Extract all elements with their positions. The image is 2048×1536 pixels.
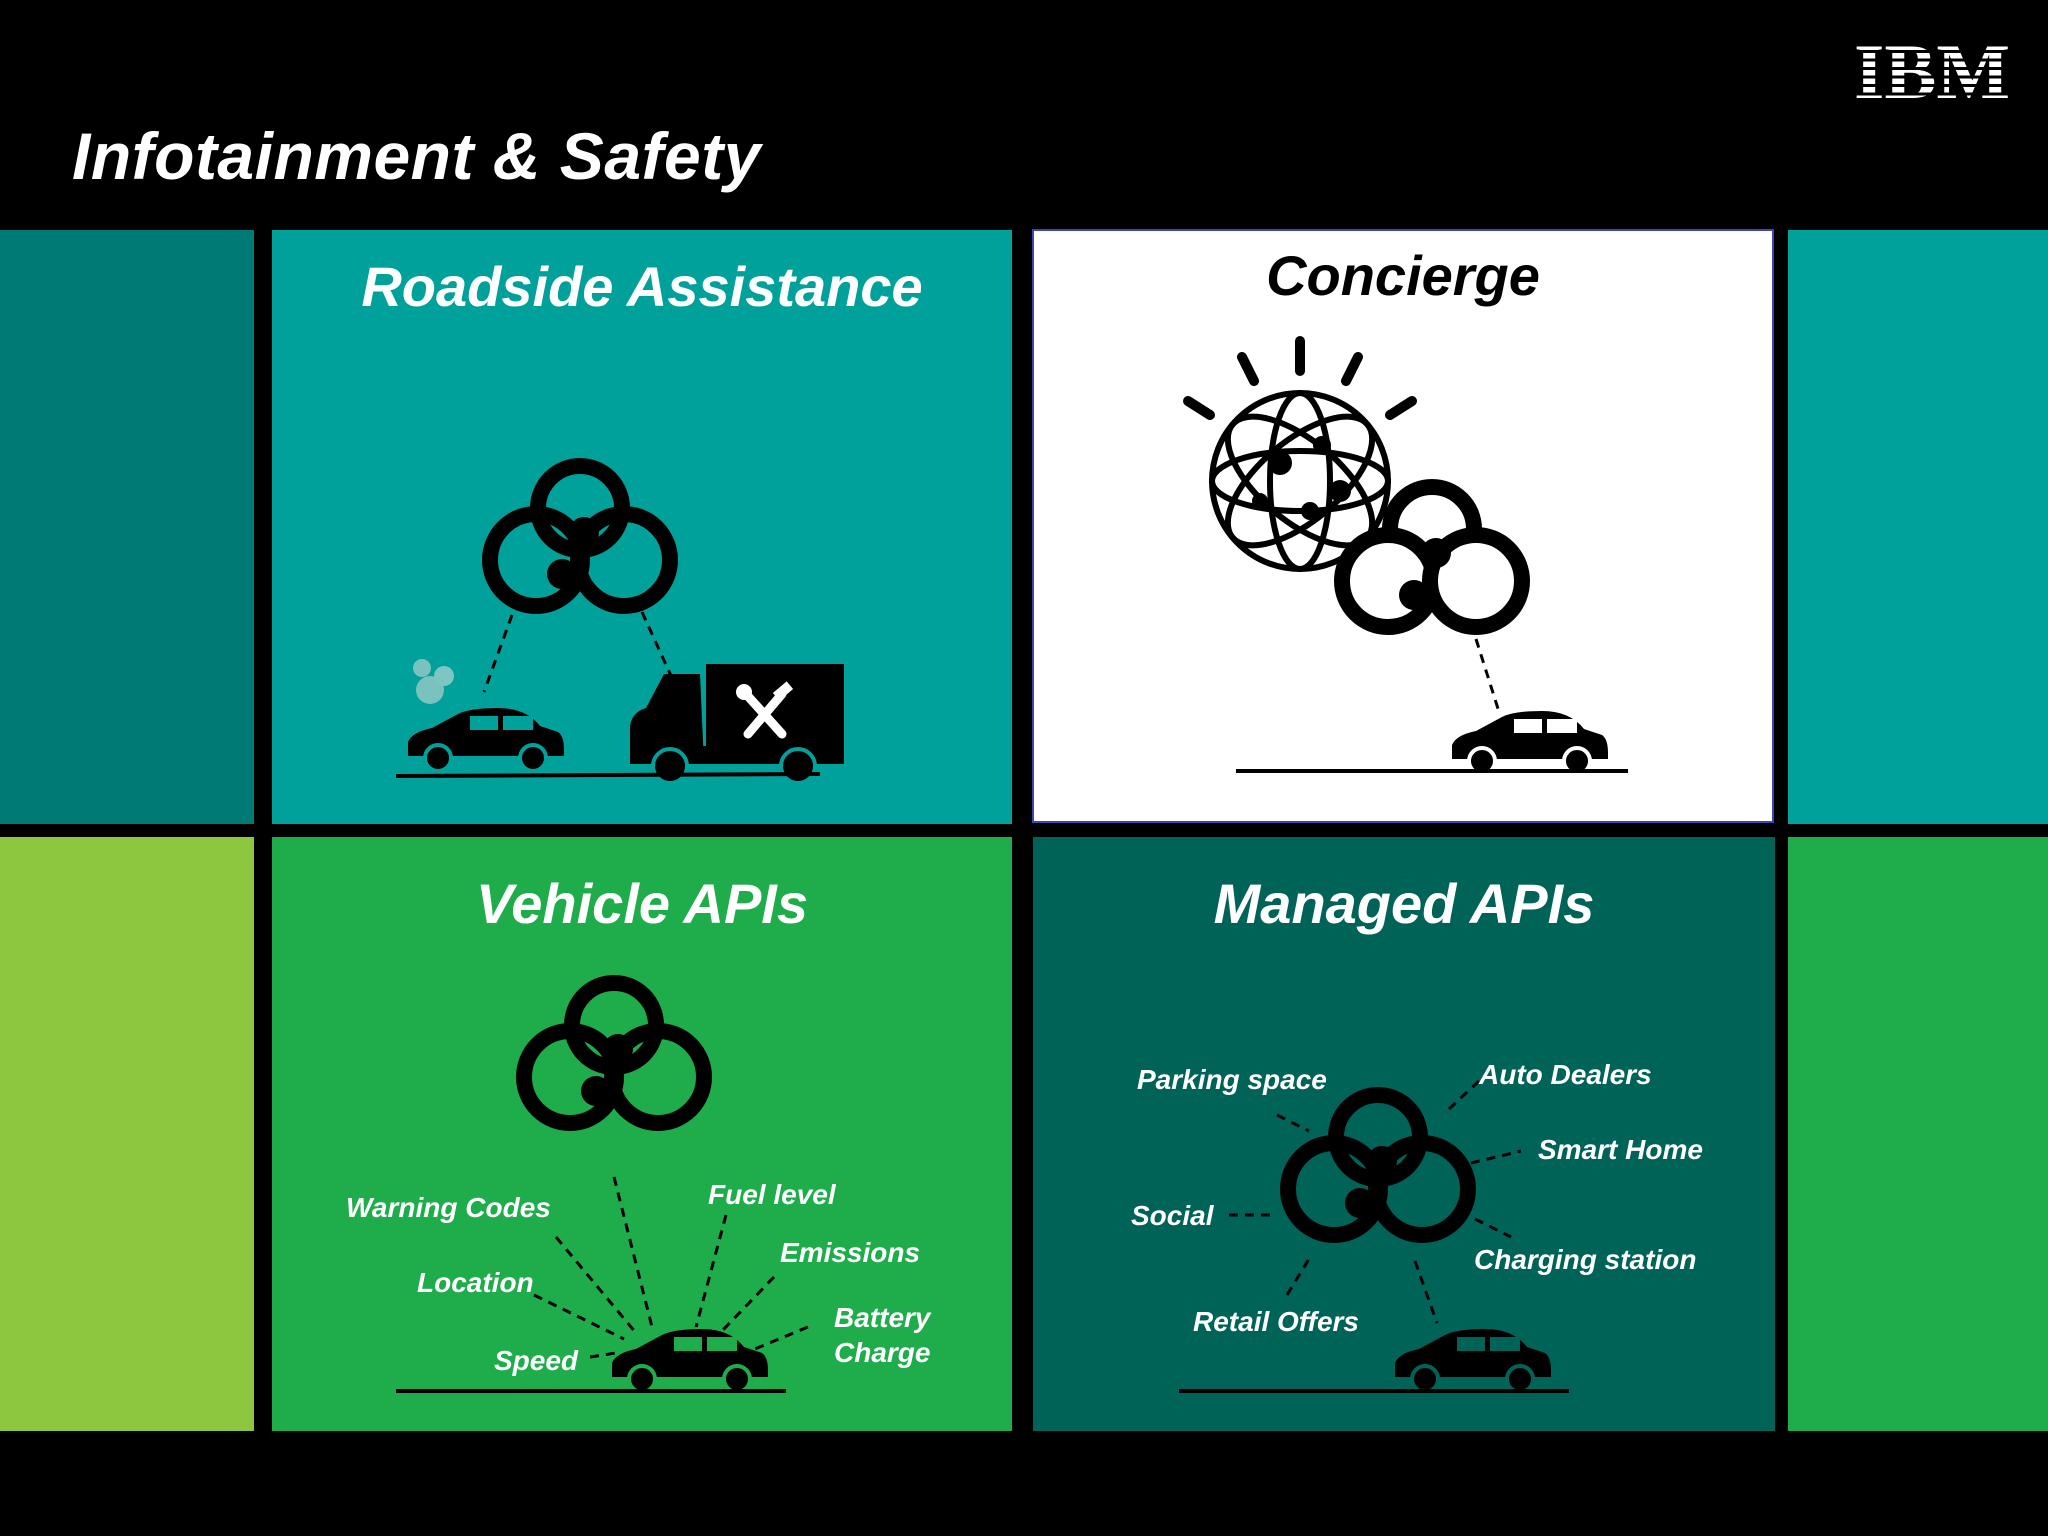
smoke-icon [413, 659, 454, 704]
tow-truck-icon [630, 664, 844, 785]
panel-title: Roadside Assistance [361, 255, 923, 318]
label-retail-offers: Retail Offers [1193, 1306, 1359, 1337]
panel-roadside-assistance: Roadside Assistance [272, 230, 1012, 824]
panel-title: Concierge [1266, 244, 1540, 307]
panel-concierge: Concierge [1032, 229, 1774, 823]
ibm-logo-icon: IBM [1854, 36, 2010, 104]
car-icon [1395, 1329, 1551, 1394]
label-auto-dealers: Auto Dealers [1478, 1059, 1652, 1090]
label-parking-space: Parking space [1137, 1064, 1327, 1095]
label-speed: Speed [494, 1345, 579, 1376]
ground-line [395, 772, 821, 778]
side-strip-bottom-right [1788, 837, 2048, 1431]
connection-lines [482, 611, 674, 693]
label-social: Social [1131, 1200, 1215, 1231]
car-icon [612, 1329, 768, 1394]
label-smart-home: Smart Home [1538, 1134, 1703, 1165]
label-warning-codes: Warning Codes [346, 1192, 551, 1223]
label-emissions: Emissions [780, 1237, 920, 1268]
connection-line [1474, 638, 1502, 716]
connection-lines [533, 1176, 809, 1359]
cloud-icon [516, 975, 712, 1131]
cloud-icon [1280, 1087, 1476, 1243]
side-strip-top-right [1788, 230, 2048, 824]
label-battery: Battery [834, 1302, 932, 1333]
label-location: Location [417, 1267, 534, 1298]
car-icon [408, 708, 564, 773]
label-charging-station: Charging station [1474, 1244, 1696, 1275]
tools-icon [741, 689, 787, 739]
label-charge: Charge [834, 1337, 930, 1368]
panel-title: Vehicle APIs [475, 872, 808, 935]
cloud-icon [1334, 479, 1530, 635]
car-icon [1452, 711, 1608, 776]
side-strip-top-left [0, 230, 254, 824]
cloud-icon [482, 458, 678, 614]
svg-text:IBM: IBM [1854, 36, 2010, 104]
side-strip-bottom-left [0, 837, 254, 1431]
slide-title: Infotainment & Safety [72, 119, 761, 193]
label-fuel-level: Fuel level [708, 1179, 837, 1210]
panel-managed-apis: Managed APIs Parking space Auto Dealers … [1033, 837, 1775, 1431]
panel-title: Managed APIs [1213, 872, 1595, 935]
panel-vehicle-apis: Vehicle APIs Warning Codes Location Spee… [272, 837, 1012, 1431]
watson-globe-icon [1183, 336, 1417, 572]
connection-lines [1229, 1079, 1522, 1324]
